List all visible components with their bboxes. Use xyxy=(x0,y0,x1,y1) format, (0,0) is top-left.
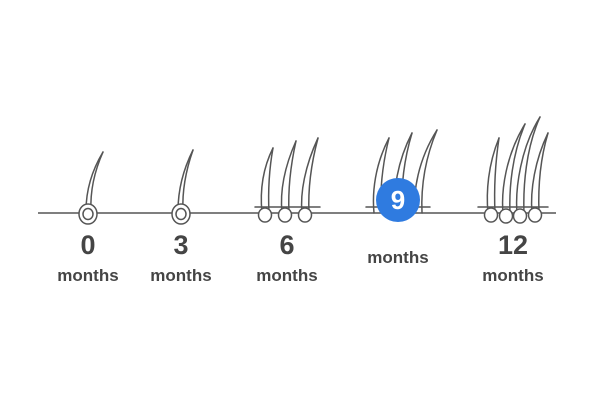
stage-label-9: 9 months xyxy=(348,178,448,268)
stage-unit: months xyxy=(57,266,119,285)
stage-label-3: 3 months xyxy=(131,230,231,286)
single-hair-follicle-icon xyxy=(171,149,194,225)
four-hairs-icon xyxy=(477,116,549,224)
stage-number: 0 xyxy=(80,230,96,260)
stage-label-0: 0 months xyxy=(38,230,138,286)
stage-number: 3 xyxy=(173,230,189,260)
stage-number: 12 xyxy=(497,230,529,260)
three-hairs-icon xyxy=(254,137,321,223)
single-hair-follicle-icon xyxy=(78,151,104,225)
highlighted-stage-badge: 9 xyxy=(376,178,420,222)
stage-number: 6 xyxy=(279,230,295,260)
stage-unit: months xyxy=(367,248,429,267)
stage-label-12: 12 months xyxy=(463,230,563,286)
stage-unit: months xyxy=(482,266,544,285)
stage-label-6: 6 months xyxy=(237,230,337,286)
stage-unit: months xyxy=(150,266,212,285)
stage-unit: months xyxy=(256,266,318,285)
